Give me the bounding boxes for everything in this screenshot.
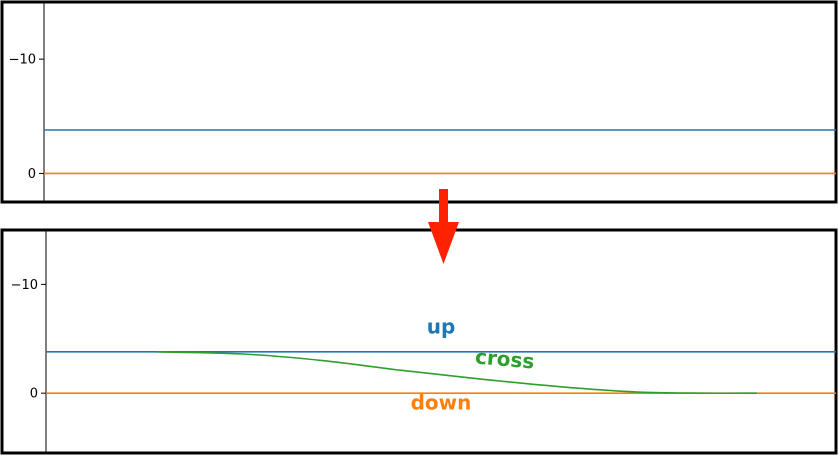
panel-frame: [0, 0, 838, 204]
arrow-shaft: [439, 189, 448, 224]
arrow-head: [428, 222, 459, 264]
series-label-up: up: [427, 314, 456, 338]
series-label-cross: cross: [474, 344, 535, 373]
series-line-cross: [156, 351, 758, 395]
transition-arrow: [428, 189, 459, 264]
y-tick-label: −10: [11, 278, 38, 293]
panel-frame: [0, 228, 838, 455]
y-tick-label: −10: [9, 53, 36, 68]
panel-top: −10 0: [0, 0, 838, 204]
y-tick-label: 0: [28, 167, 36, 182]
y-tick-label: 0: [30, 387, 38, 402]
series-label-down: down: [411, 390, 472, 414]
